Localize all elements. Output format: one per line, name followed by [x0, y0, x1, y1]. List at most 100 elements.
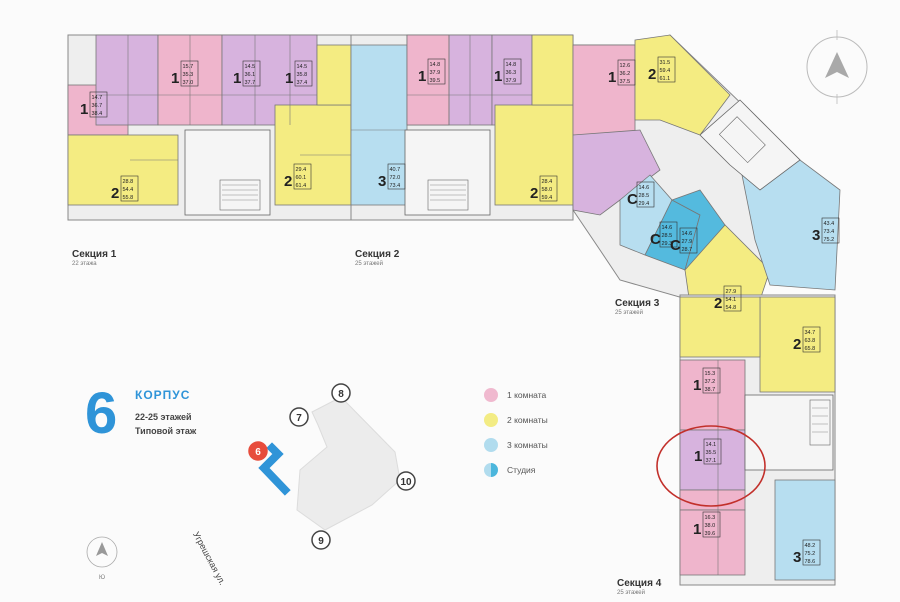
- apartment-area-box: [802, 539, 821, 566]
- site-marker-7[interactable]: 7: [289, 407, 309, 427]
- apartment-type: C: [650, 231, 661, 248]
- apartment-area-value: 14.5: [245, 64, 256, 70]
- apartment-area-box: [242, 60, 261, 87]
- apartment-type: 1: [693, 521, 701, 538]
- apartment-area-box: [702, 511, 721, 538]
- building-floors: 22-25 этажей: [135, 412, 192, 422]
- apartment-area-value: 38.7: [705, 387, 716, 393]
- svg-text:Ю: Ю: [99, 575, 105, 581]
- site-marker-10[interactable]: 10: [396, 471, 416, 491]
- apartment-area-box: [657, 56, 676, 83]
- apartment-3room-c[interactable]: [774, 479, 836, 581]
- legend-swatch-3rooms: [484, 437, 498, 452]
- highlighted-building-6: [258, 442, 291, 496]
- apartment-area-value: 12.6: [620, 63, 631, 69]
- section-3-label: Секция 3 25 этажей: [615, 298, 659, 316]
- apartment-info-16: 227.954.154.8: [714, 285, 742, 312]
- apartment-area-value: 37.7: [245, 80, 256, 86]
- apartment-info-15: C14.627.928.7: [670, 227, 698, 254]
- apartment-info-14: C14.628.529.3: [650, 221, 678, 248]
- apartment-area-value: 78.6: [805, 559, 816, 565]
- site-markers: 8 7 6 10 9: [248, 383, 416, 550]
- legend-label-1room: 1 комната: [507, 389, 547, 400]
- apartment-area-value: 37.9: [506, 78, 517, 84]
- apartment-area-value: 61.1: [660, 76, 671, 82]
- apartment-info-13: C14.628.529.4: [627, 181, 655, 208]
- section-4-floors: 25 этажей: [617, 590, 645, 596]
- apartment-type: 1: [494, 68, 502, 85]
- apartment-area-box: [503, 58, 522, 85]
- apartment-area-value: 54.8: [726, 305, 737, 311]
- apartment-area-value: 31.5: [660, 60, 671, 66]
- apartment-info-9: 114.836.337.9: [494, 58, 522, 85]
- apartment-info-3: 114.536.137.7: [233, 60, 261, 87]
- apartment-info-17: 343.473.475.2: [812, 217, 840, 244]
- apartment-area-value: 14.8: [506, 62, 517, 68]
- apartment-area-value: 38.4: [92, 111, 103, 117]
- apartment-area-value: 59.4: [542, 195, 553, 201]
- compass-south-icon: Ю: [86, 536, 118, 581]
- apartment-area-value: 35.3: [183, 72, 194, 78]
- apartment-1room-g[interactable]: [572, 44, 636, 136]
- apartment-2room-a[interactable]: [67, 134, 179, 206]
- apartment-1room-h[interactable]: [679, 359, 746, 431]
- section-2-floors: 25 этажей: [355, 261, 383, 267]
- apartment-info-20: 114.135.537.1: [694, 438, 722, 465]
- apartment-area-value: 36.1: [245, 72, 256, 78]
- apartment-area-box: [659, 221, 678, 248]
- apartment-area-value: 27.9: [726, 289, 737, 295]
- apartment-type: 1: [285, 70, 293, 87]
- apartment-area-value: 34.7: [805, 330, 816, 336]
- apartment-type: 3: [378, 173, 386, 190]
- apartment-area-value: 14.6: [682, 231, 693, 237]
- apartment-area-value: 37.1: [706, 458, 717, 464]
- apartment-area-value: 14.1: [706, 442, 717, 448]
- site-marker-8[interactable]: 8: [331, 383, 351, 403]
- apartment-area-value: 15.3: [705, 371, 716, 377]
- apartment-area-value: 14.6: [662, 225, 673, 231]
- apartment-area-value: 35.8: [297, 72, 308, 78]
- section-3-plan: [572, 34, 841, 306]
- apartment-info-8: 114.837.939.5: [418, 58, 446, 85]
- section-4-plan: [679, 294, 836, 586]
- apartment-area-box: [702, 367, 721, 394]
- apartment-info-7: 340.772.073.4: [378, 163, 406, 190]
- section-2-label: Секция 2 25 этажей: [355, 249, 399, 267]
- site-marker-9[interactable]: 9: [311, 530, 331, 550]
- apartment-area-value: 28.7: [682, 247, 693, 253]
- legend-label-3rooms: 3 комнаты: [507, 439, 548, 450]
- apartment-1room-j[interactable]: [679, 509, 746, 576]
- apartment-info-12: 231.559.461.1: [648, 56, 676, 83]
- apartment-area-value: 38.0: [705, 523, 716, 529]
- apartment-info-6: 229.460.161.4: [284, 163, 312, 190]
- room-legend: 1 комната 2 комнаты 3 комнаты Студия: [484, 382, 548, 482]
- apartment-area-value: 54.1: [726, 297, 737, 303]
- apartment-area-value: 14.8: [430, 62, 441, 68]
- apartment-area-value: 39.6: [705, 531, 716, 537]
- apartment-info-2: 115.735.337.0: [171, 60, 199, 87]
- compass-north-icon: [806, 30, 868, 104]
- site-marker-6[interactable]: 6: [248, 441, 268, 461]
- apartment-2room-c[interactable]: [494, 104, 574, 206]
- apartment-area-box: [802, 326, 821, 353]
- site-marker-circle: [248, 441, 268, 461]
- apartment-area-value: 14.7: [92, 95, 103, 101]
- apartment-3room-a[interactable]: [350, 44, 408, 206]
- apartment-area-value: 75.2: [805, 551, 816, 557]
- apartment-type: 3: [793, 549, 801, 566]
- apartment-area-box: [821, 217, 840, 244]
- apartment-info-21: 1 16.3 38.0 39.6: [693, 511, 721, 538]
- apartment-area-box: [636, 181, 655, 208]
- apartment-1room-b[interactable]: [95, 34, 159, 126]
- apartment-area-box: [539, 175, 558, 202]
- section-2-plan: [350, 34, 574, 221]
- apartment-area-box: [180, 60, 199, 87]
- apartment-info-22: 348.275.278.6: [793, 539, 821, 566]
- apartment-type: 1: [171, 70, 179, 87]
- apartment-area-value: 16.3: [705, 515, 716, 521]
- section-3-title: Секция 3: [615, 298, 660, 309]
- apartment-area-value: 73.4: [824, 229, 835, 235]
- apartment-type: C: [670, 237, 681, 254]
- apartment-1room-i[interactable]: [679, 429, 746, 491]
